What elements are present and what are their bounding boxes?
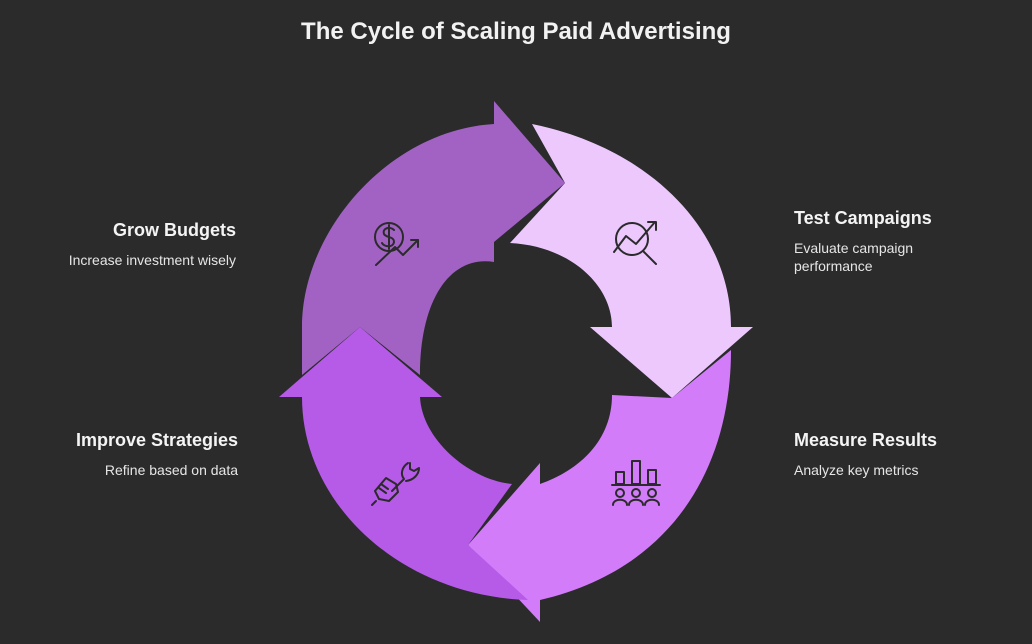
segment-measure — [468, 350, 731, 622]
step-description: Refine based on data — [104, 462, 238, 478]
step-measure: Measure Results Analyze key metrics — [794, 430, 994, 479]
step-description: Evaluate campaign performance — [794, 240, 914, 274]
dollar-growth-icon — [374, 222, 419, 266]
step-grow: Grow Budgets Increase investment wisely — [0, 220, 236, 269]
step-description: Increase investment wisely — [68, 252, 236, 268]
step-heading: Measure Results — [794, 430, 938, 450]
segment-improve — [279, 327, 528, 600]
segment-grow — [302, 101, 565, 375]
step-heading: Improve Strategies — [75, 430, 238, 450]
segment-test — [510, 124, 753, 398]
page-title: The Cycle of Scaling Paid Advertising — [301, 18, 731, 45]
team-chart-icon — [611, 460, 661, 506]
step-heading: Grow Budgets — [112, 220, 236, 240]
hand-wrench-icon — [371, 462, 420, 506]
step-improve: Improve Strategies Refine based on data — [0, 430, 238, 479]
step-heading: Test Campaigns — [794, 208, 932, 228]
step-test: Test Campaigns Evaluate campaign perform… — [794, 208, 994, 275]
analysis-search-icon — [613, 221, 657, 265]
step-description: Analyze key metrics — [794, 462, 919, 478]
